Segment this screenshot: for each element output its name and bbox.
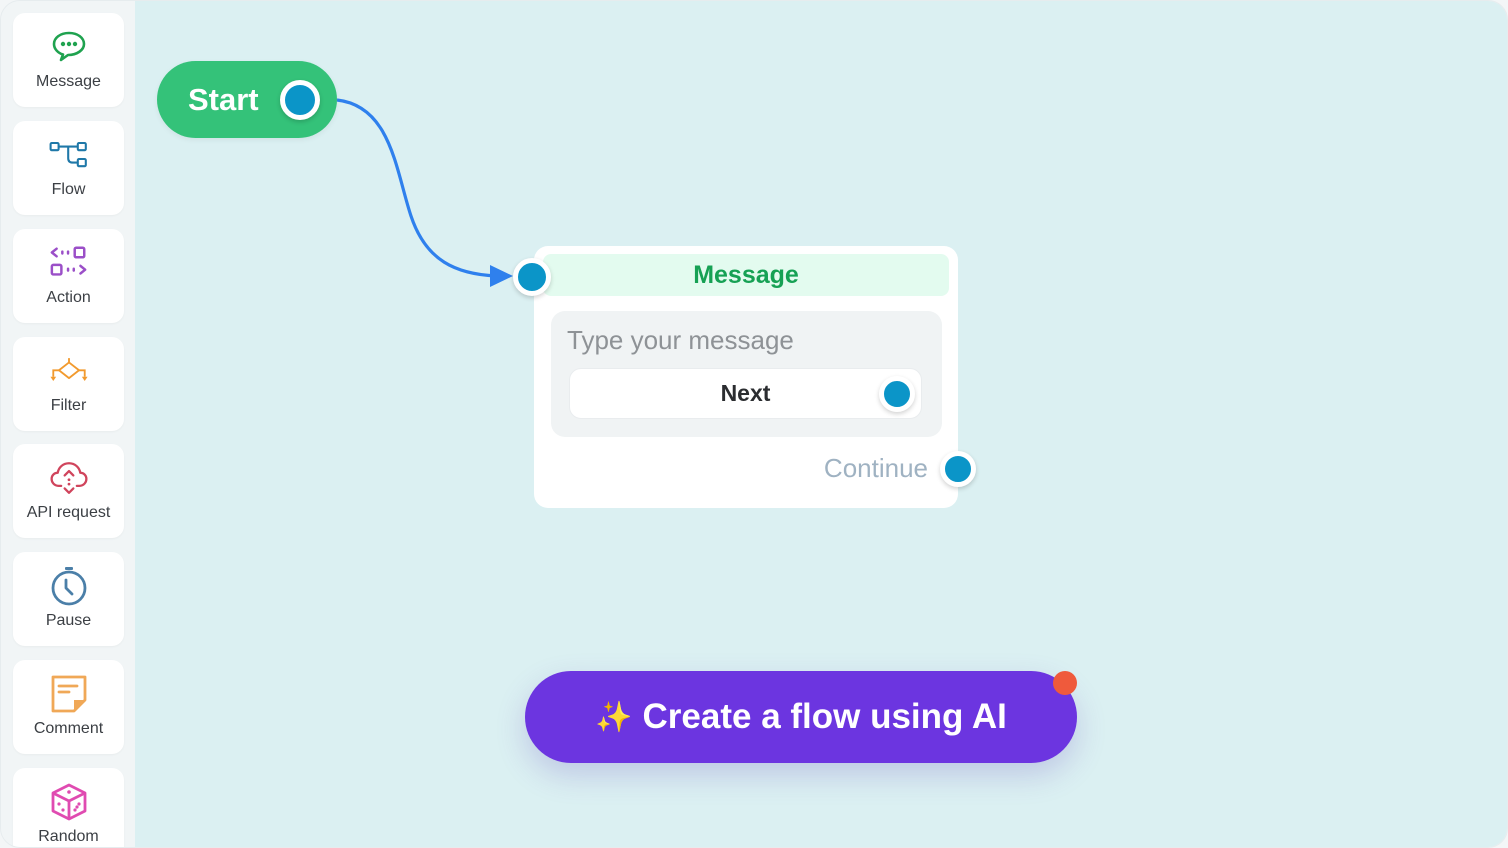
sidebar-item-flow[interactable]: Flow	[13, 121, 124, 215]
create-flow-ai-label: Create a flow using AI	[642, 697, 1007, 736]
sidebar-item-random[interactable]: Random	[13, 768, 124, 847]
next-output-port[interactable]	[879, 376, 915, 412]
sidebar-item-filter[interactable]: Filter	[13, 337, 124, 431]
stopwatch-icon	[49, 566, 89, 606]
sidebar-item-label: Flow	[51, 181, 86, 198]
message-node-title: Message	[543, 254, 949, 296]
sidebar-item-label: Random	[38, 828, 99, 845]
sidebar-item-message[interactable]: Message	[13, 13, 124, 107]
start-output-port[interactable]	[280, 80, 320, 120]
sidebar-item-label: Comment	[33, 720, 104, 737]
sticky-note-icon	[49, 674, 89, 714]
dice-icon	[49, 782, 89, 822]
block-palette-sidebar: Message Flow Action Filter	[1, 1, 135, 847]
notification-dot	[1053, 671, 1077, 695]
chat-bubble-icon	[49, 27, 89, 67]
message-body[interactable]: Type your message Next	[551, 311, 942, 437]
sidebar-item-label: Filter	[50, 397, 87, 414]
message-input-port[interactable]	[513, 258, 551, 296]
sidebar-item-pause[interactable]: Pause	[13, 552, 124, 646]
filter-branch-icon	[49, 351, 89, 391]
message-input-placeholder[interactable]: Type your message	[567, 325, 794, 355]
next-button[interactable]: Next	[569, 368, 922, 419]
sidebar-item-label: API request	[26, 504, 111, 521]
flow-tree-icon	[49, 135, 89, 175]
sidebar-item-action[interactable]: Action	[13, 229, 124, 323]
sidebar-item-label: Message	[36, 73, 101, 90]
action-code-icon	[49, 243, 89, 283]
sidebar-item-comment[interactable]: Comment	[13, 660, 124, 754]
message-node[interactable]: Message Type your message Next Continue	[534, 246, 958, 508]
start-node-label: Start	[188, 81, 259, 117]
cloud-transfer-icon	[49, 458, 89, 498]
sidebar-item-label: Pause	[45, 612, 92, 629]
start-node[interactable]: Start	[157, 61, 337, 138]
create-flow-ai-button[interactable]: ✨ Create a flow using AI	[525, 671, 1077, 763]
sparkles-icon: ✨	[595, 700, 633, 734]
continue-label: Continue	[823, 453, 928, 483]
sidebar-item-api-request[interactable]: API request	[13, 444, 124, 538]
continue-output-port[interactable]	[940, 451, 976, 487]
sidebar-item-label: Action	[46, 289, 91, 306]
